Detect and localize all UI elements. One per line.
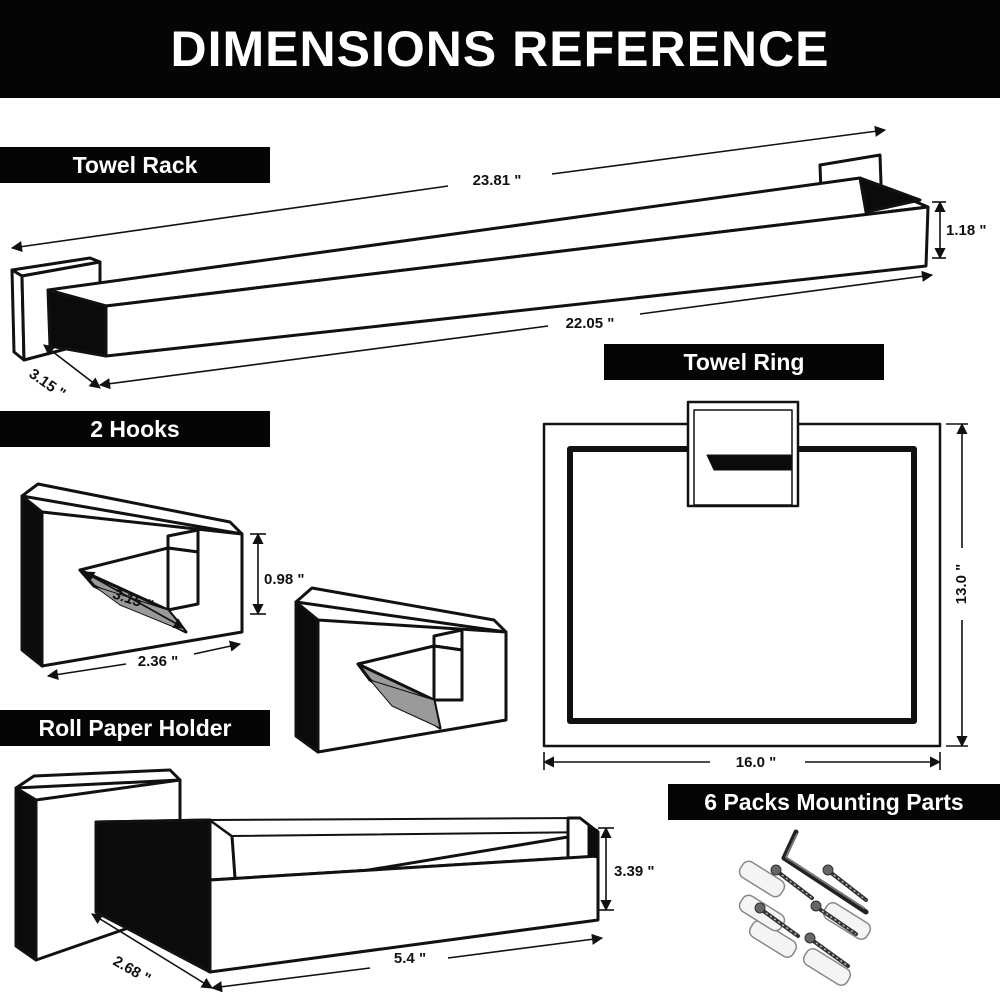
towel-rack-drawing (10, 153, 930, 362)
towel-rack-height: 1.18 " (946, 222, 986, 239)
roll-paper-holder-height: 3.39 " (614, 863, 654, 880)
hook-height: 0.98 " (264, 571, 304, 588)
towel-rack-overall-length: 23.81 " (473, 172, 522, 189)
towel-ring-label: Towel Ring (604, 344, 884, 380)
roll-paper-holder-depth: 2.68 " (110, 953, 154, 988)
towel-rack-bar-length: 22.05 " (566, 315, 615, 332)
mounting-parts-drawing (738, 829, 872, 986)
page-title: DIMENSIONS REFERENCE (0, 0, 1000, 98)
towel-ring-width: 16.0 " (736, 754, 776, 771)
screw-icon (754, 864, 868, 968)
hook-right-drawing (294, 586, 508, 754)
towel-ring-drawing (542, 400, 942, 748)
allen-key-icon (781, 829, 869, 915)
wall-anchor-icon (738, 860, 872, 986)
roll-paper-holder-drawing (14, 768, 600, 974)
roll-paper-holder-label: Roll Paper Holder (0, 710, 270, 746)
hook-dimension-lines (46, 532, 266, 681)
towel-rack-label: Towel Rack (0, 147, 270, 183)
hooks-label: 2 Hooks (0, 411, 270, 447)
towel-ring-height: 13.0 " (953, 564, 970, 604)
roll-paper-holder-length: 5.4 " (394, 950, 426, 967)
hook-width: 2.36 " (138, 653, 178, 670)
towel-rack-dimension-lines (10, 125, 946, 390)
towel-ring-dimension-lines (542, 422, 968, 770)
roll-paper-holder-dimension-lines (91, 826, 614, 993)
mounting-parts-label: 6 Packs Mounting Parts (668, 784, 1000, 820)
towel-rack-depth: 3.15 " (26, 365, 69, 402)
hook-left-drawing (20, 482, 244, 668)
